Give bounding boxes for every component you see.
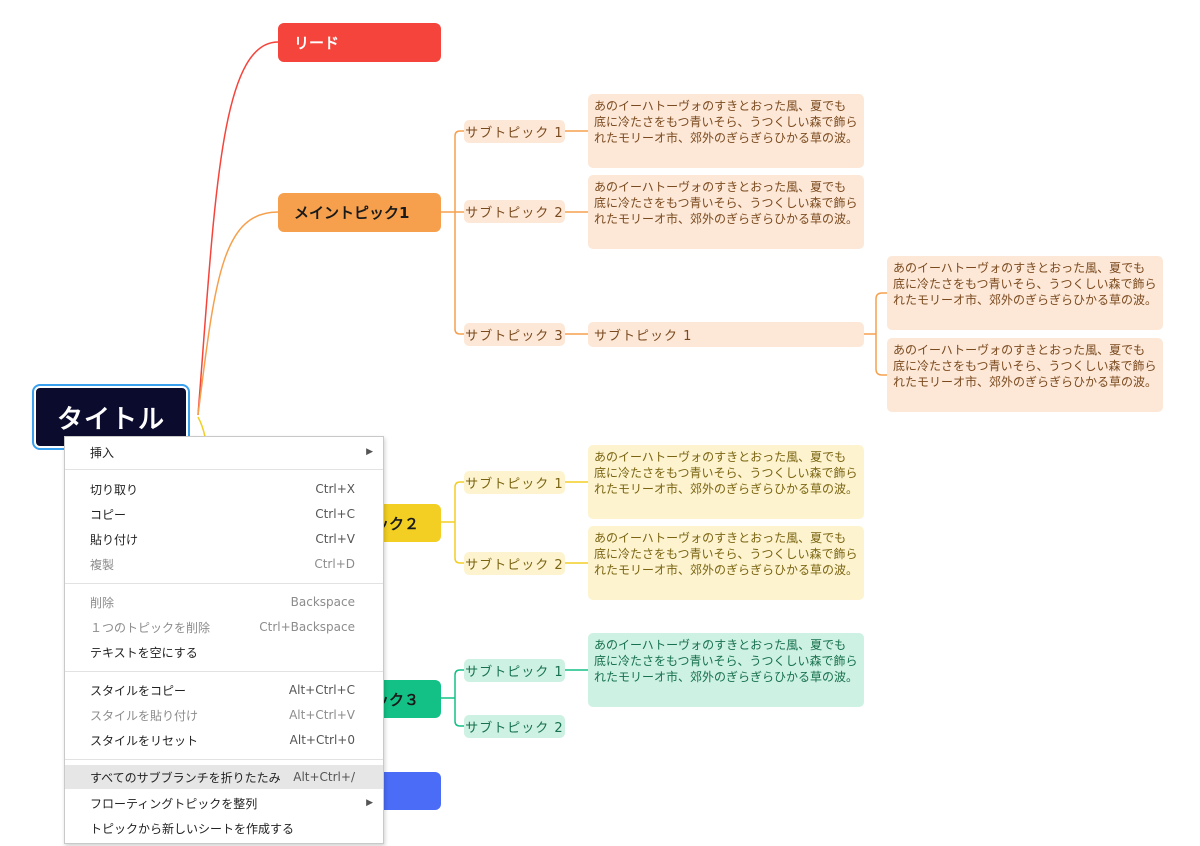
menu-item-label: 複製 [90, 557, 115, 572]
menu-item-label: コピー [90, 507, 127, 522]
subtopic-3-1[interactable]: サブトピック 1 [464, 659, 565, 682]
leaf-topic[interactable]: あのイーハトーヴォのすきとおった風、夏でも底に冷たさをもつ青いそら、うつくしい森… [588, 526, 864, 600]
menu-item-label: １つのトピックを削除 [90, 620, 211, 635]
menu-item-shortcut: Ctrl+D [314, 557, 355, 571]
subtopic-1-1[interactable]: サブトピック 1 [464, 120, 565, 143]
subtopic-1-3-1[interactable]: サブトピック 1 [588, 322, 864, 347]
subtopic-1-3[interactable]: サブトピック 3 [464, 323, 565, 346]
menu-item-label: トピックから新しいシートを作成する [90, 821, 295, 836]
menu-item-copy[interactable]: コピー Ctrl+C [65, 502, 383, 526]
menu-item-copy-style[interactable]: スタイルをコピー Alt+Ctrl+C [65, 678, 383, 702]
menu-item-label: フローティングトピックを整列 [90, 796, 258, 811]
menu-item-shortcut: Ctrl+X [315, 482, 355, 496]
submenu-arrow-icon: ▶ [366, 798, 373, 808]
menu-item-label: 切り取り [90, 482, 139, 497]
menu-item-reset-style[interactable]: スタイルをリセット Alt+Ctrl+0 [65, 728, 383, 752]
subtopic-2-2[interactable]: サブトピック 2 [464, 552, 565, 575]
menu-item-label: スタイルをリセット [90, 733, 199, 748]
menu-item-label: 削除 [90, 595, 115, 610]
menu-item-label: テキストを空にする [90, 645, 198, 660]
leaf-topic[interactable]: あのイーハトーヴォのすきとおった風、夏でも底に冷たさをもつ青いそら、うつくしい森… [887, 338, 1163, 412]
menu-item-duplicate[interactable]: 複製 Ctrl+D [65, 552, 383, 576]
menu-item-clear-text[interactable]: テキストを空にする [65, 640, 383, 664]
main-topic-lead[interactable]: リード [278, 23, 441, 62]
menu-item-arrange-floating[interactable]: フローティングトピックを整列 ▶ [65, 791, 383, 815]
menu-item-delete-one-topic[interactable]: １つのトピックを削除 Ctrl+Backspace [65, 615, 383, 639]
menu-item-paste-style[interactable]: スタイルを貼り付け Alt+Ctrl+V [65, 703, 383, 727]
menu-item-shortcut: Alt+Ctrl+/ [293, 770, 355, 784]
menu-item-shortcut: Backspace [290, 595, 355, 609]
menu-item-collapse-all[interactable]: すべてのサブブランチを折りたたみ Alt+Ctrl+/ [65, 765, 383, 789]
menu-item-shortcut: Ctrl+Backspace [259, 620, 355, 634]
menu-divider [65, 469, 383, 470]
leaf-topic[interactable]: あのイーハトーヴォのすきとおった風、夏でも底に冷たさをもつ青いそら、うつくしい森… [887, 256, 1163, 330]
menu-item-shortcut: Ctrl+C [315, 507, 355, 521]
menu-item-new-sheet[interactable]: トピックから新しいシートを作成する [65, 816, 383, 840]
menu-item-shortcut: Ctrl+V [315, 532, 355, 546]
context-menu: 挿入 ▶ 切り取り Ctrl+X コピー Ctrl+C 貼り付け Ctrl+V … [64, 436, 384, 844]
leaf-topic[interactable]: あのイーハトーヴォのすきとおった風、夏でも底に冷たさをもつ青いそら、うつくしい森… [588, 94, 864, 168]
menu-item-shortcut: Alt+Ctrl+C [288, 683, 355, 697]
leaf-topic[interactable]: あのイーハトーヴォのすきとおった風、夏でも底に冷たさをもつ青いそら、うつくしい森… [588, 633, 864, 707]
submenu-arrow-icon: ▶ [366, 447, 373, 457]
menu-item-label: スタイルをコピー [90, 683, 187, 698]
subtopic-1-2[interactable]: サブトピック 2 [464, 200, 565, 223]
menu-item-cut[interactable]: 切り取り Ctrl+X [65, 477, 383, 501]
leaf-topic[interactable]: あのイーハトーヴォのすきとおった風、夏でも底に冷たさをもつ青いそら、うつくしい森… [588, 445, 864, 519]
leaf-topic[interactable]: あのイーハトーヴォのすきとおった風、夏でも底に冷たさをもつ青いそら、うつくしい森… [588, 175, 864, 249]
menu-divider [65, 583, 383, 584]
menu-item-label: スタイルを貼り付け [90, 708, 199, 723]
menu-item-insert[interactable]: 挿入 ▶ [65, 440, 383, 464]
menu-item-shortcut: Alt+Ctrl+V [289, 708, 355, 722]
main-topic-1[interactable]: メイントピック1 [278, 193, 441, 232]
menu-item-label: 貼り付け [90, 532, 139, 547]
menu-item-label: 挿入 [90, 445, 115, 460]
menu-item-paste[interactable]: 貼り付け Ctrl+V [65, 527, 383, 551]
menu-divider [65, 671, 383, 672]
menu-item-shortcut: Alt+Ctrl+0 [289, 733, 355, 747]
menu-divider [65, 759, 383, 760]
subtopic-3-2[interactable]: サブトピック 2 [464, 715, 565, 738]
subtopic-2-1[interactable]: サブトピック 1 [464, 471, 565, 494]
menu-item-label: すべてのサブブランチを折りたたみ [90, 770, 281, 785]
menu-item-delete[interactable]: 削除 Backspace [65, 590, 383, 614]
